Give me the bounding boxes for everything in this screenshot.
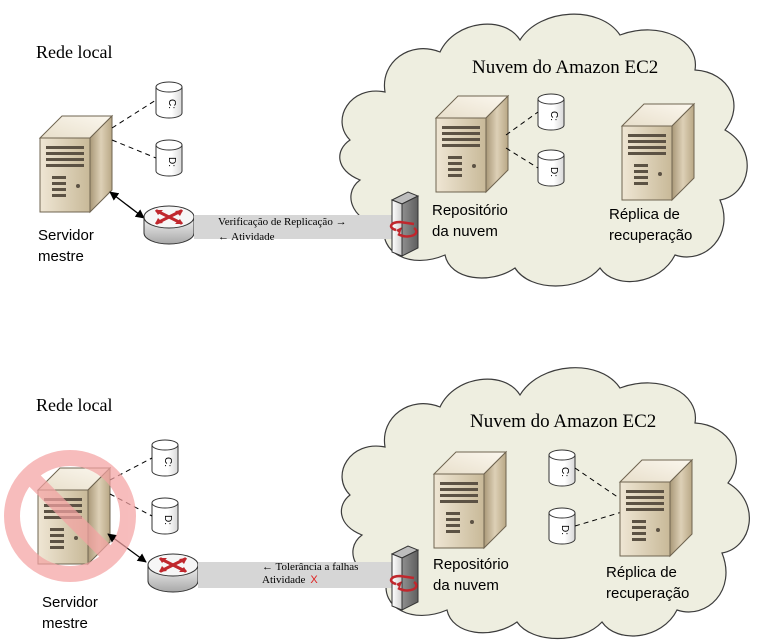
router-icon (146, 552, 200, 594)
dashed-link (111, 99, 157, 129)
dashed-link (505, 147, 539, 169)
repository-server-icon (435, 95, 509, 193)
master-server-label-line2: mestre (38, 248, 84, 265)
cloud-shape (339, 13, 748, 287)
replica-label-line2: recuperação (606, 585, 689, 602)
cloud-label: Nuvem do Amazon EC2 (472, 57, 658, 78)
link-bar (198, 562, 394, 588)
master-server-label-line2: mestre (42, 615, 88, 632)
top-scene: Rede local Nuvem do Amazon EC2 C: D: Ver… (36, 13, 748, 287)
cloud-shape (340, 367, 750, 639)
replica-label-line1: Réplica de (606, 564, 677, 581)
repository-label-line1: Repositório (432, 202, 508, 219)
drive-d-label: D: (162, 515, 173, 525)
dashed-link (574, 511, 623, 527)
firewall-icon (389, 190, 420, 258)
dashed-link (111, 139, 157, 159)
link-label-1: ← Tolerância a falhas (262, 561, 358, 573)
master-server-label-line1: Servidor (42, 594, 98, 611)
dashed-link (505, 111, 539, 136)
drive-c-label: C: (559, 467, 570, 477)
link-bar (194, 215, 394, 239)
drive-c-label: C: (162, 457, 173, 467)
replica-server-icon (619, 459, 693, 557)
master-server-label-line1: Servidor (38, 227, 94, 244)
master-server-icon (39, 115, 113, 213)
drive-d-label: D: (548, 167, 559, 177)
connection-arrow (109, 191, 145, 219)
failure-mark: X (310, 574, 318, 586)
dashed-link (574, 467, 623, 501)
replica-server-icon (621, 103, 695, 201)
drive-d-label: D: (166, 157, 177, 167)
repository-label-line2: da nuvem (433, 577, 499, 594)
repository-label-line2: da nuvem (432, 223, 498, 240)
drive-d-label: D: (559, 525, 570, 535)
bottom-scene: Rede local Nuvem do Amazon EC2 C: D: ← T… (4, 367, 750, 639)
cloud-label: Nuvem do Amazon EC2 (470, 411, 656, 432)
router-icon (142, 204, 196, 246)
dashed-link (109, 493, 153, 517)
local-network-label: Rede local (36, 42, 112, 62)
link-label-1: Verificação de Replicação → (218, 216, 347, 228)
replica-label-line1: Réplica de (609, 206, 680, 223)
firewall-icon (389, 544, 420, 612)
link-label-2: ← Atividade (218, 231, 275, 243)
drive-c-label: C: (548, 111, 559, 121)
dashed-link (109, 457, 153, 481)
drive-c-label: C: (166, 99, 177, 109)
repository-label-line1: Repositório (433, 556, 509, 573)
replica-label-line2: recuperação (609, 227, 692, 244)
local-network-label: Rede local (36, 395, 112, 415)
repository-server-icon (433, 451, 507, 549)
no-entry-symbol (4, 450, 136, 582)
